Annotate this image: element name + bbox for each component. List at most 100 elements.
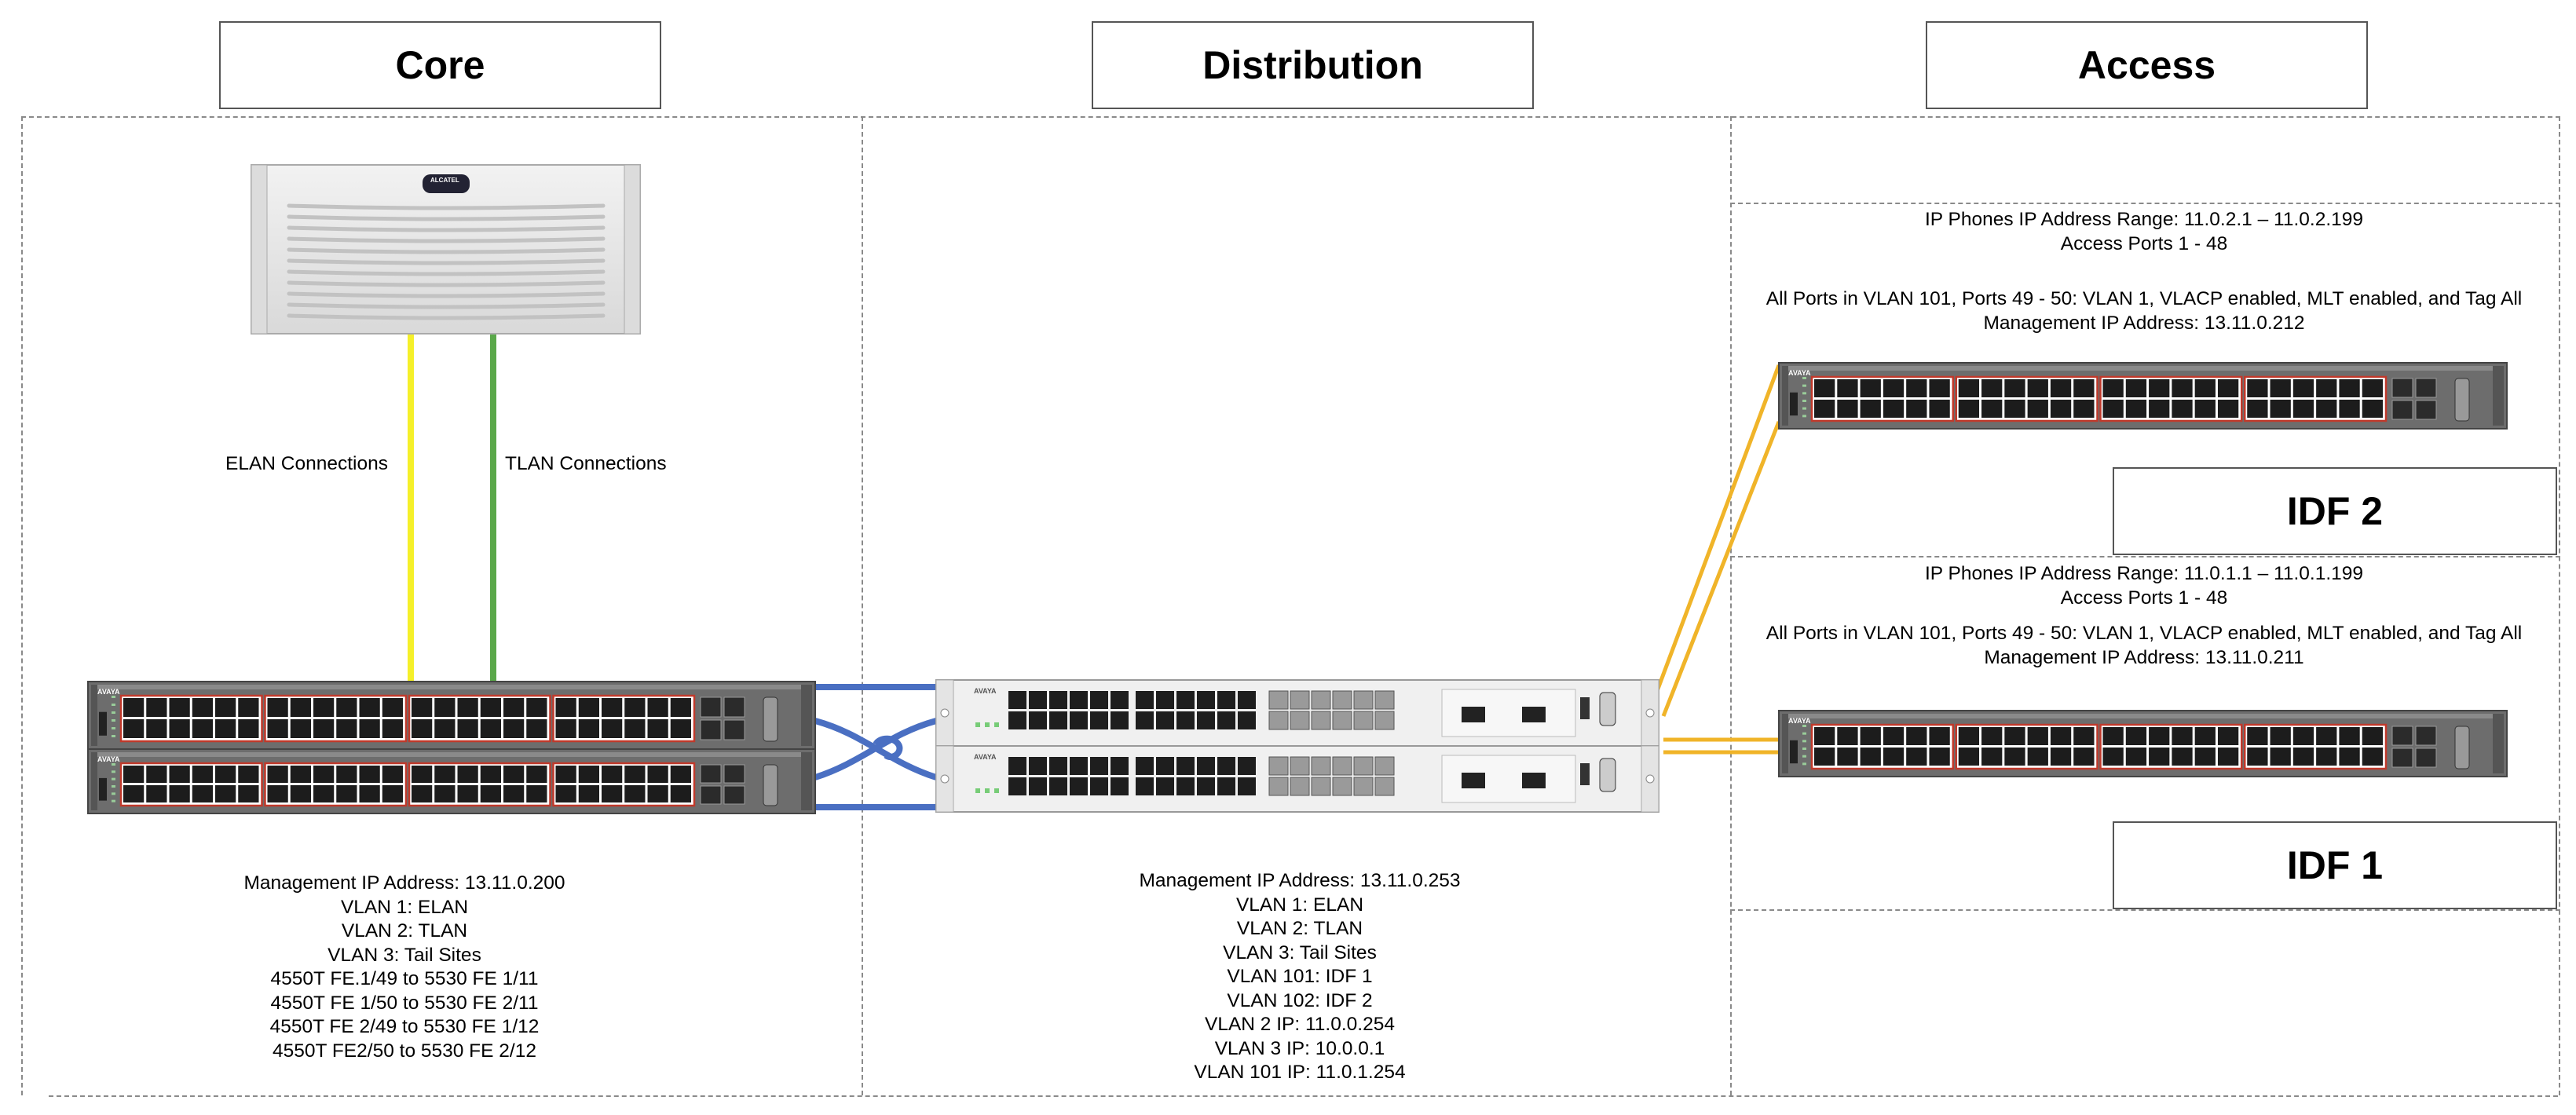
switch-serial-port xyxy=(2454,378,2470,422)
switch-port xyxy=(2172,379,2193,397)
header-access: Access xyxy=(1926,21,2368,109)
switch-led xyxy=(112,719,115,722)
switch-port xyxy=(2125,748,2147,766)
idf1-info-bottom: All Ports in VLAN 101, Ports 49 - 50: VL… xyxy=(1732,622,2556,670)
bottom-dashed-border xyxy=(49,1095,2558,1097)
switch-port xyxy=(526,698,547,717)
chassis-logo-label: ALCATEL xyxy=(430,177,459,184)
switch-fiber-port xyxy=(1332,690,1352,710)
switch-port xyxy=(578,785,599,802)
switch-port xyxy=(412,698,433,717)
switch-port xyxy=(267,719,288,738)
switch-led xyxy=(1802,755,1806,758)
distribution-info-line: VLAN 1: ELAN xyxy=(1235,894,1364,916)
switch-sfp-port xyxy=(2415,748,2437,768)
switch-port xyxy=(1008,711,1026,729)
switch-brand-label: AVAYA xyxy=(97,755,120,763)
switch-console-port xyxy=(1790,392,1798,416)
switch-port xyxy=(2073,727,2095,745)
rack-screw xyxy=(1645,708,1655,718)
switch-port xyxy=(169,766,190,783)
switch-usb-port xyxy=(1580,763,1590,785)
switch-port xyxy=(1197,711,1215,729)
switch-port xyxy=(670,719,691,738)
switch-port xyxy=(1958,748,1980,766)
switch-port xyxy=(1111,757,1129,775)
idf2-title: IDF 2 xyxy=(2113,467,2557,555)
switch-port xyxy=(2149,748,2170,766)
core-dist-link-5 xyxy=(873,735,903,761)
core-dist-link-4 xyxy=(814,718,938,780)
switch-port xyxy=(1111,711,1129,729)
switch-port xyxy=(526,785,547,802)
switch-led xyxy=(1802,732,1806,735)
switch-port xyxy=(2339,748,2360,766)
switch-port xyxy=(1029,691,1047,709)
switch-port xyxy=(290,766,311,783)
switch-port xyxy=(457,719,478,738)
idf1-info-line: IP Phones IP Address Range: 11.0.1.1 – 1… xyxy=(1924,563,2364,584)
switch-fiber-port xyxy=(1332,756,1352,776)
idf2-info-top: IP Phones IP Address Range: 11.0.2.1 – 1… xyxy=(1732,208,2556,256)
switch-port xyxy=(624,719,646,738)
switch-led xyxy=(112,763,115,766)
switch-port xyxy=(412,785,433,802)
switch-port xyxy=(2149,379,2170,397)
switch-port xyxy=(192,766,213,783)
core-dist-links xyxy=(814,684,938,810)
switch-port xyxy=(2217,727,2239,745)
switch-led xyxy=(112,735,115,737)
switch-port xyxy=(647,785,668,802)
switch-port xyxy=(624,698,646,717)
switch-port xyxy=(123,766,145,783)
switch-port xyxy=(1981,748,2003,766)
switch-port xyxy=(434,785,456,802)
switch-brand-label: AVAYA xyxy=(1788,369,1811,377)
switch-port xyxy=(1860,727,1881,745)
switch-sfp-port xyxy=(723,719,745,740)
rack-screw xyxy=(940,774,950,784)
switch-port xyxy=(1217,711,1235,729)
switch-port xyxy=(2004,727,2025,745)
switch-port xyxy=(1090,691,1108,709)
idf1-info-line: Management IP Address: 13.11.0.211 xyxy=(1984,646,2304,668)
switch-port xyxy=(1217,691,1235,709)
switch-sfp-port xyxy=(2415,400,2437,420)
chassis-vent xyxy=(287,203,606,210)
switch-port xyxy=(1049,757,1067,775)
switch-brand-label: AVAYA xyxy=(974,753,997,761)
switch-port xyxy=(1070,711,1088,729)
switch-port xyxy=(359,719,380,738)
switch-port xyxy=(1176,757,1195,775)
switch-led xyxy=(985,788,990,793)
switch-port xyxy=(2149,727,2170,745)
switch-port xyxy=(1906,748,1927,766)
switch-led xyxy=(1802,762,1806,766)
chassis-vent xyxy=(287,280,606,287)
switch-port xyxy=(2194,400,2216,418)
switch-port xyxy=(434,766,456,783)
switch-port xyxy=(457,785,478,802)
idf2-info-bottom: All Ports in VLAN 101, Ports 49 - 50: VL… xyxy=(1732,287,2556,335)
switch-port xyxy=(336,766,357,783)
switch-port xyxy=(2316,727,2337,745)
switch-port xyxy=(624,785,646,802)
switch-led xyxy=(975,788,980,793)
switch-fiber-port xyxy=(1353,711,1374,730)
switch-port xyxy=(1958,400,1980,418)
switch-port xyxy=(2270,727,2291,745)
switch-console-port xyxy=(99,777,107,801)
switch-serial-port xyxy=(763,764,778,806)
switch-port xyxy=(1070,757,1088,775)
switch-port xyxy=(2292,400,2314,418)
switch-port xyxy=(1176,777,1195,795)
header-core: Core xyxy=(219,21,661,109)
switch-port xyxy=(2362,727,2383,745)
switch-port xyxy=(526,766,547,783)
switch-port xyxy=(1238,757,1256,775)
switch-ear xyxy=(91,752,97,810)
switch-port xyxy=(1883,400,1905,418)
switch-port xyxy=(1156,711,1174,729)
idf2-top-divider xyxy=(1730,203,2560,204)
switch-port xyxy=(555,698,576,717)
